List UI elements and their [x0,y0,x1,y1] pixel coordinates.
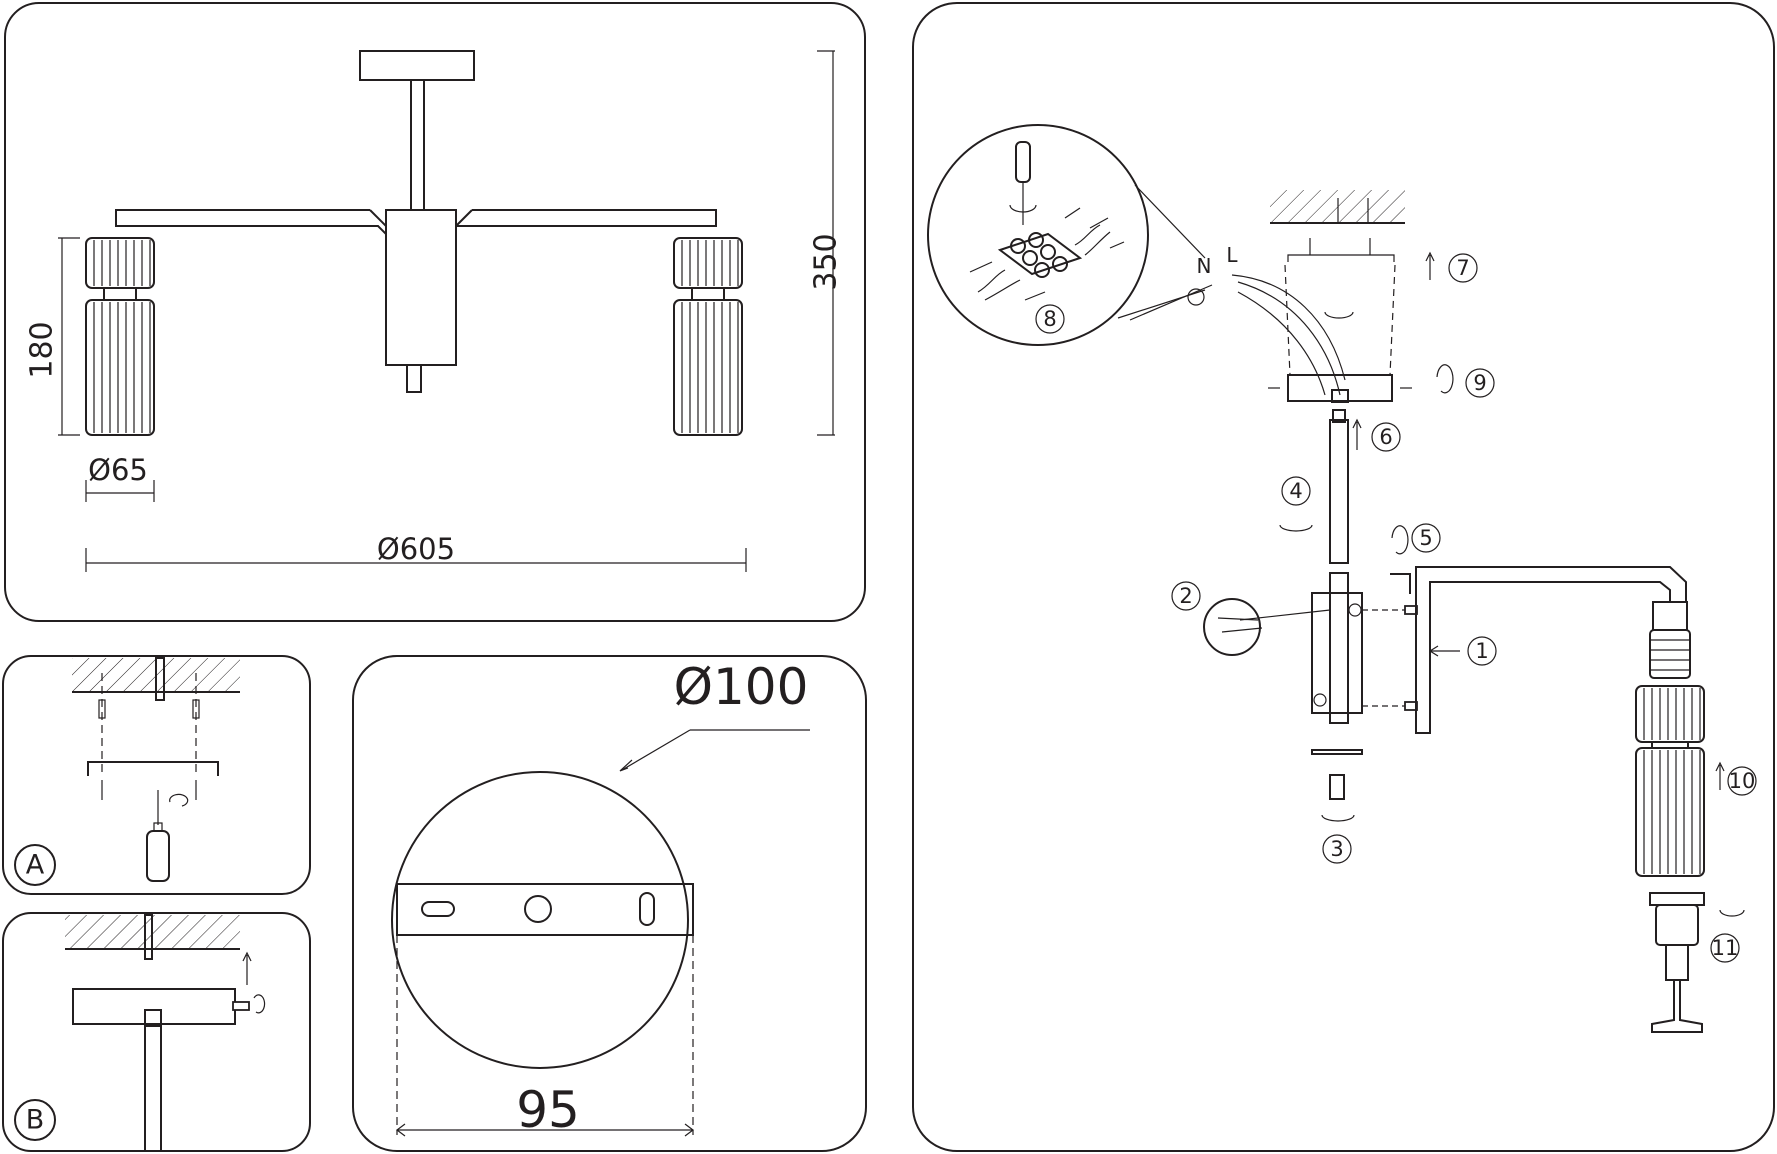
rotate-arrow-icon [1321,814,1355,822]
total-diameter-dimension-label: Ø605 [377,532,455,566]
terminal-block [977,224,1111,301]
up-arrow-icon [1715,761,1725,790]
step-5-label: 5 [1419,526,1432,550]
step-4-label: 4 [1289,479,1302,503]
ceiling-mount-a-panel [2,655,311,895]
left-arrow-icon [1428,645,1460,657]
overview-panel [4,2,866,622]
height-dimension-label: 350 [809,233,844,290]
rotate-arrow-icon [1719,909,1745,917]
step-1-label: 1 [1475,639,1488,663]
screwdriver-icon [146,790,170,882]
screwdriver-icon [1015,141,1031,225]
ground-symbol-icon [1187,288,1205,306]
rotate-arrow-icon [253,994,266,1014]
rotate-arrow-icon [169,793,189,807]
step-8-label: 8 [1043,307,1056,331]
step-a-label: A [26,850,45,881]
canopy-plate-panel [352,655,867,1152]
rotate-arrow-icon [1009,204,1037,213]
canopy-diameter-label: Ø100 [674,658,809,716]
step-10-label: 10 [1729,769,1756,793]
right-shade [673,237,743,436]
step-3-label: 3 [1330,837,1343,861]
shade-height-dimension-label: 180 [25,321,60,378]
step-markers [1035,253,1757,963]
step-2-label: 2 [1179,584,1192,608]
up-arrow-icon [242,951,252,985]
shade-diameter-dimension-label: Ø65 [88,453,148,487]
step-9-label: 9 [1473,371,1486,395]
left-shade [85,237,155,436]
step-b-label: B [26,1105,45,1136]
rotate-arrow-icon [1391,525,1409,555]
assembly-panel [912,2,1775,1152]
rotate-arrow-icon [1324,311,1354,319]
rotate-arrow-icon [1279,524,1313,532]
up-arrow-icon [1352,418,1362,450]
ceiling-mount-b-panel [2,912,311,1152]
rotate-arrow-icon [1436,364,1454,394]
wire-neutral-label: N [1197,254,1212,278]
up-arrow-icon [1425,251,1435,280]
step-11-label: 11 [1712,936,1739,960]
bracket-width-label: 95 [516,1081,580,1139]
step-7-label: 7 [1456,256,1469,280]
wire-live-label: L [1226,243,1238,267]
step-6-label: 6 [1379,425,1392,449]
